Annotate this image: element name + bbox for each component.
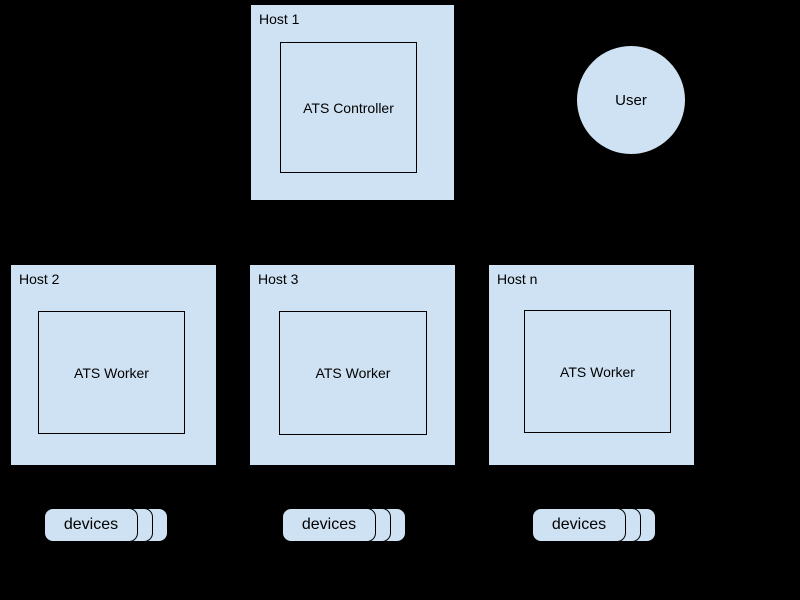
host-2-label: Host 2 <box>19 271 60 287</box>
ats-worker-n-label: ATS Worker <box>560 363 635 380</box>
ats-worker-2-box: ATS Worker <box>279 311 427 435</box>
ats-worker-1-box: ATS Worker <box>38 311 185 434</box>
host-1-label: Host 1 <box>259 11 300 27</box>
devices-stack-1-front: devices <box>44 508 138 542</box>
devices-stack-3-front: devices <box>532 508 626 542</box>
devices-2-label: devices <box>301 516 357 533</box>
devices-3-label: devices <box>551 516 607 533</box>
host-3-label: Host 3 <box>258 271 299 287</box>
devices-stack-3: devices <box>532 508 658 543</box>
user-circle: User <box>576 45 686 155</box>
devices-stack-2: devices <box>282 508 408 543</box>
devices-stack-2-front: devices <box>282 508 376 542</box>
host-n-label: Host n <box>497 271 538 287</box>
host-3-box: Host 3 ATS Worker <box>249 264 456 466</box>
ats-worker-n-box: ATS Worker <box>524 310 671 433</box>
devices-1-label: devices <box>63 516 119 533</box>
devices-stack-1: devices <box>44 508 170 543</box>
user-label: User <box>615 91 647 109</box>
ats-controller-label: ATS Controller <box>303 99 394 116</box>
ats-controller-box: ATS Controller <box>280 42 417 173</box>
host-n-box: Host n ATS Worker <box>488 264 695 466</box>
ats-worker-1-label: ATS Worker <box>74 364 149 381</box>
ats-worker-2-label: ATS Worker <box>315 365 391 381</box>
host-1-box: Host 1 ATS Controller <box>250 4 455 201</box>
host-2-box: Host 2 ATS Worker <box>10 264 217 466</box>
